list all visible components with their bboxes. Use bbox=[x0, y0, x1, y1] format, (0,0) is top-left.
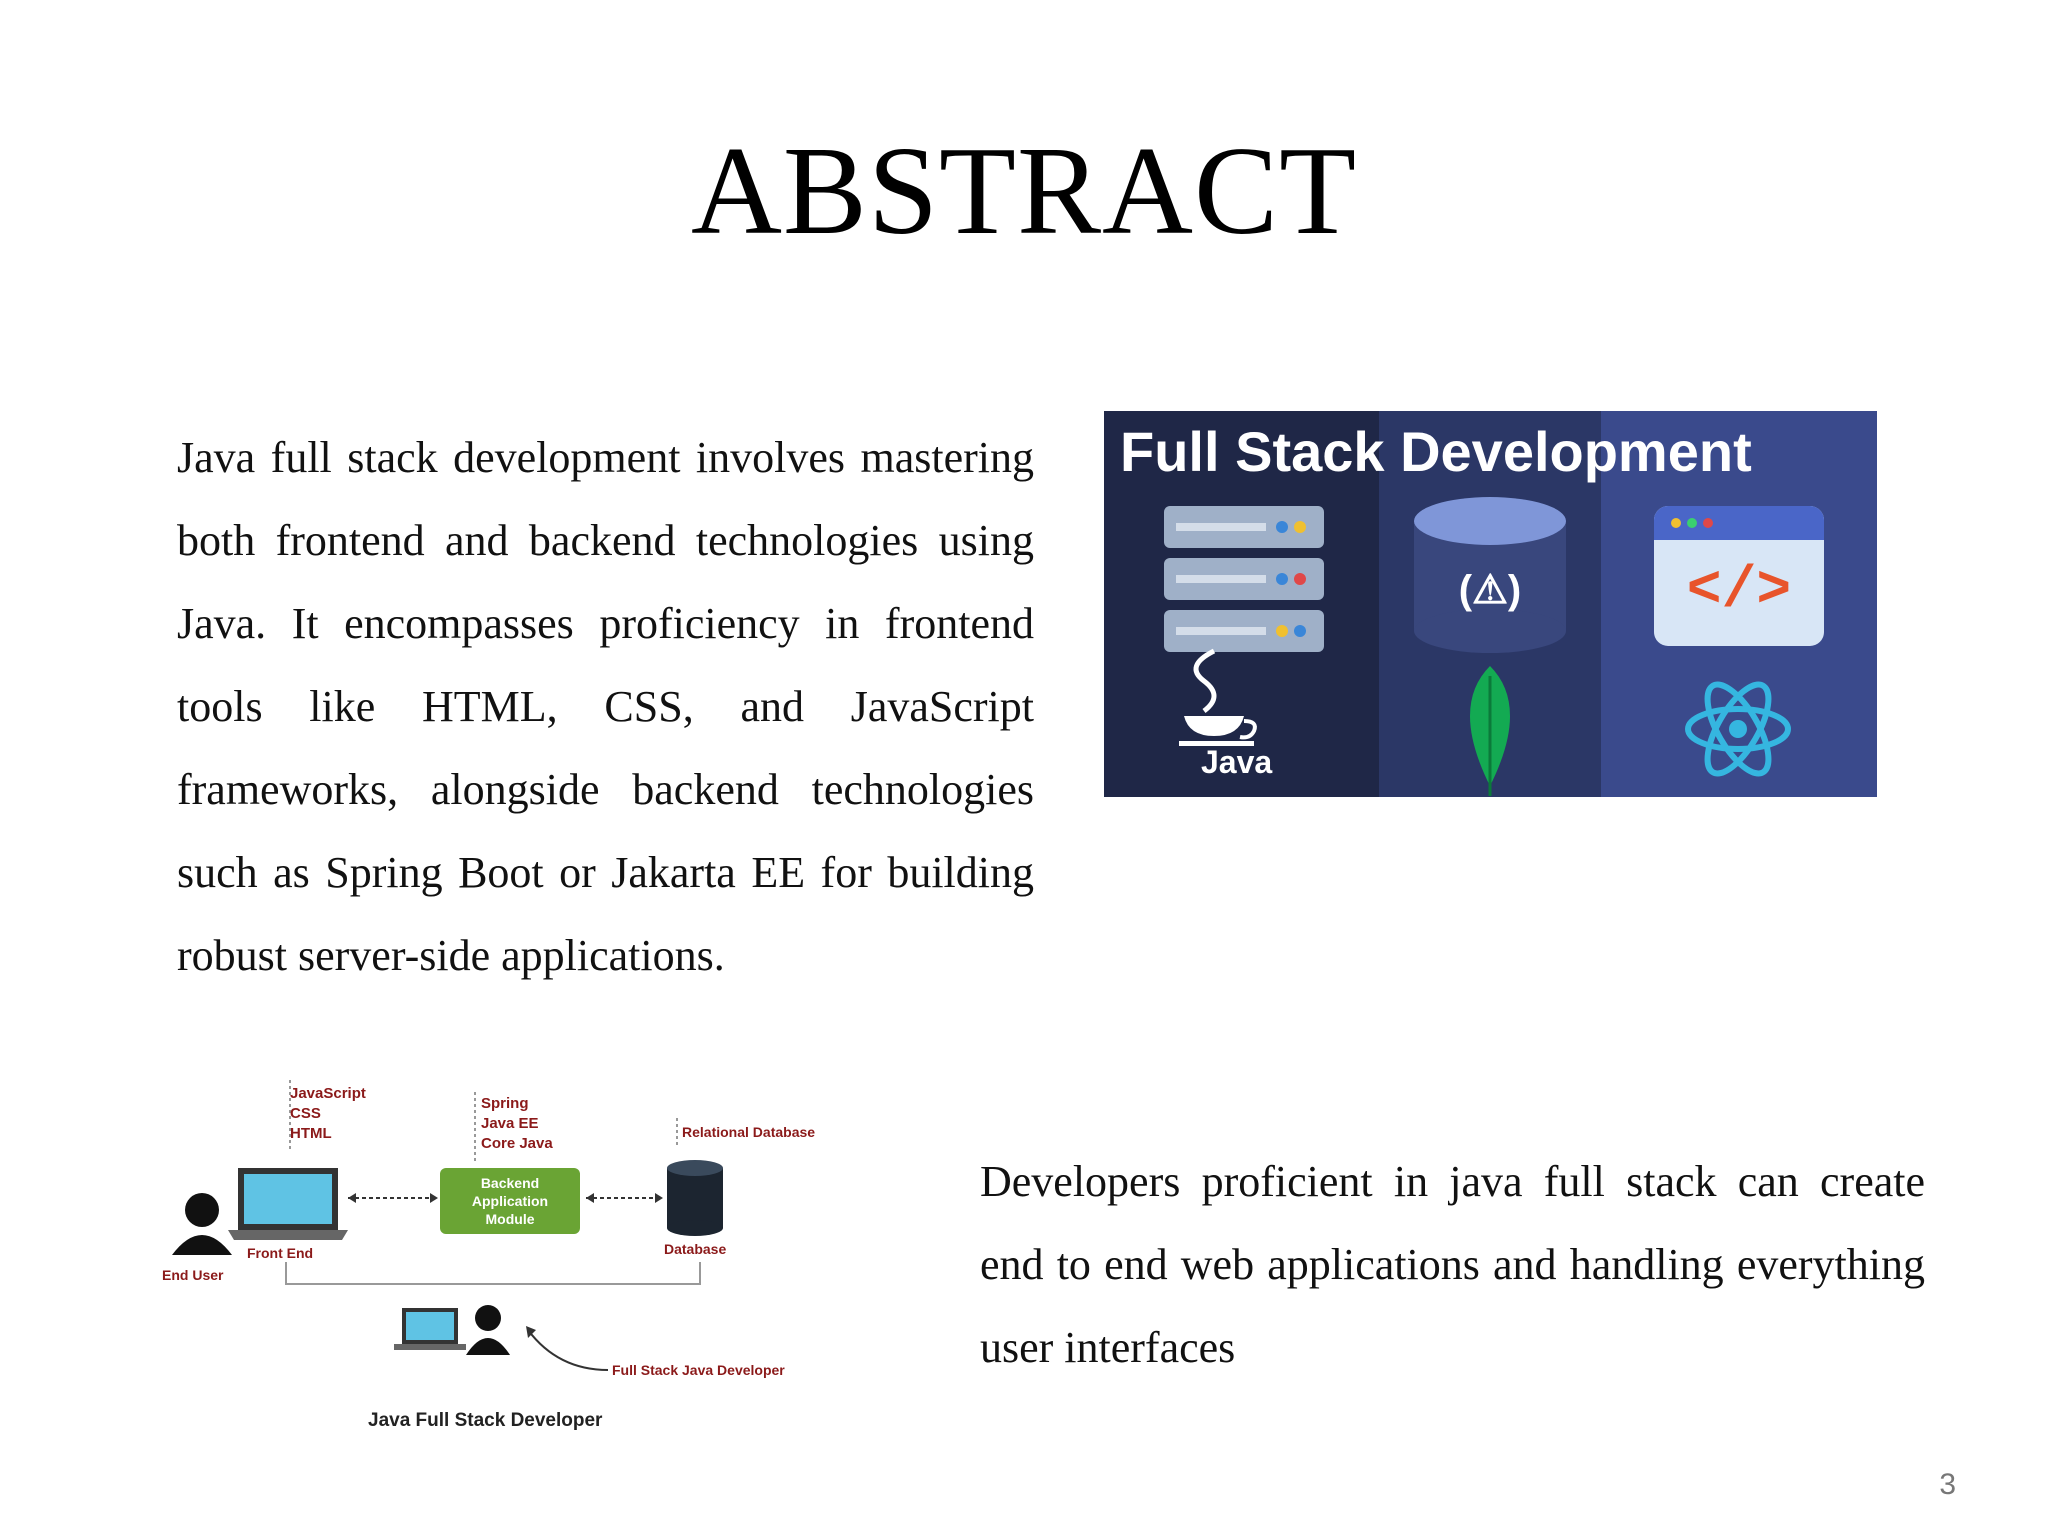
developers-paragraph: Developers proficient in java full stack… bbox=[980, 1157, 1925, 1372]
laptop-icon bbox=[228, 1168, 348, 1240]
java-full-stack-diagram: JavaScript CSS HTML Spring Java EE Core … bbox=[150, 1080, 870, 1450]
banner-heading: Full Stack Development bbox=[1120, 420, 1752, 483]
backend-tech-javaee: Java EE bbox=[481, 1115, 539, 1132]
server-stack-icon bbox=[1164, 506, 1324, 652]
database-cylinder-icon bbox=[667, 1160, 723, 1236]
backend-tech-spring: Spring bbox=[481, 1095, 529, 1112]
backend-box-line1: Backend bbox=[481, 1175, 539, 1191]
frontend-tech-css: CSS bbox=[290, 1105, 321, 1122]
diagram-title: Java Full Stack Developer bbox=[368, 1410, 603, 1431]
java-cup-icon: Java bbox=[1179, 648, 1272, 780]
end-user-icon bbox=[172, 1193, 232, 1255]
java-label: Java bbox=[1201, 744, 1272, 780]
frontend-tech-html: HTML bbox=[290, 1125, 332, 1142]
mongodb-leaf-icon bbox=[1470, 666, 1510, 796]
frontend-tech-javascript: JavaScript bbox=[290, 1085, 366, 1102]
backend-box-line3: Module bbox=[486, 1211, 535, 1227]
page-number: 3 bbox=[1939, 1468, 1956, 1501]
react-atom-icon bbox=[1685, 681, 1791, 777]
developer-laptop-icon bbox=[394, 1308, 466, 1350]
full-stack-banner-image: Full Stack Development Java (⚠) bbox=[1104, 411, 1877, 797]
backend-module-box bbox=[440, 1168, 580, 1234]
end-user-label: End User bbox=[162, 1267, 224, 1283]
database-label: Database bbox=[664, 1241, 726, 1257]
backend-tech-corejava: Core Java bbox=[481, 1135, 553, 1152]
slide-title: ABSTRACT bbox=[690, 122, 1358, 261]
code-window-icon: </> bbox=[1654, 506, 1824, 646]
front-end-label: Front End bbox=[247, 1245, 313, 1261]
svg-text:(⚠): (⚠) bbox=[1459, 568, 1522, 612]
developer-person-icon bbox=[466, 1305, 510, 1355]
developer-label: Full Stack Java Developer bbox=[612, 1362, 785, 1378]
abstract-paragraph: Java full stack development involves mas… bbox=[177, 433, 1034, 980]
database-type-label: Relational Database bbox=[682, 1124, 815, 1140]
svg-text:</>: </> bbox=[1687, 559, 1791, 624]
backend-box-line2: Application bbox=[472, 1193, 548, 1209]
database-icon: (⚠) bbox=[1414, 497, 1566, 653]
